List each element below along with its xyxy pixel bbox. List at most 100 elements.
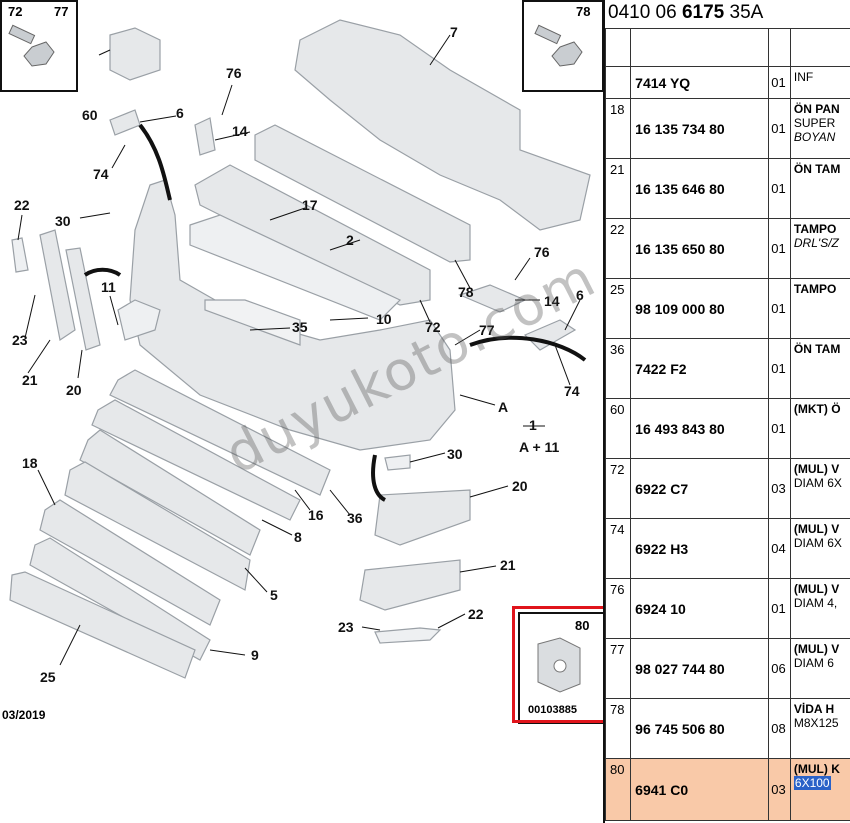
callout[interactable]: 72: [425, 319, 441, 335]
description-line: (MKT) Ö: [793, 402, 841, 416]
part-quantity: 08: [768, 698, 791, 759]
callout[interactable]: 30: [55, 213, 71, 229]
inset-bolt-72-77: 72 77: [0, 0, 78, 92]
row-number: 60: [605, 398, 632, 459]
part-description: INF: [789, 66, 850, 99]
callout[interactable]: 23: [12, 332, 28, 348]
description-line: DIAM 4,: [793, 596, 838, 610]
part-reference: 6922 C7: [630, 458, 770, 519]
description-line: DIAM 6: [793, 656, 834, 670]
callout[interactable]: 78: [458, 284, 474, 300]
callout[interactable]: 22: [468, 606, 484, 622]
bolt-icon: [8, 24, 55, 67]
callout[interactable]: 14: [544, 293, 560, 309]
callout[interactable]: 22: [14, 197, 30, 213]
callout[interactable]: 74: [93, 166, 109, 182]
part-reference: 6941 C0: [630, 758, 770, 821]
part-description: TAMPO: [789, 278, 850, 339]
part-reference: 7414 YQ: [630, 66, 770, 99]
part-reference: 98 027 744 80: [630, 638, 770, 699]
part-reference: 98 109 000 80: [630, 278, 770, 339]
inset-clip-80: 80 00103885: [518, 612, 608, 724]
callout[interactable]: 17: [302, 197, 318, 213]
row-number: [605, 66, 632, 99]
inset-part-code: 00103885: [528, 704, 577, 716]
callout[interactable]: 10: [376, 311, 392, 327]
callout[interactable]: 9: [251, 647, 259, 663]
inset-label-77: 77: [54, 4, 69, 19]
callout[interactable]: 76: [226, 65, 242, 81]
callout[interactable]: 8: [294, 529, 302, 545]
description-line: M8X125: [793, 716, 839, 730]
row-number: 22: [605, 218, 632, 279]
callout[interactable]: 21: [500, 557, 516, 573]
row-number: 77: [605, 638, 632, 699]
row-number: 36: [605, 338, 632, 399]
part-reference: 6922 H3: [630, 518, 770, 579]
callout[interactable]: 35: [292, 319, 308, 335]
callout[interactable]: 11: [101, 279, 116, 295]
callout[interactable]: 74: [564, 383, 580, 399]
description-line: DIAM 6X: [793, 476, 842, 490]
callout[interactable]: A + 11: [519, 439, 560, 455]
part-quantity: 01: [768, 338, 791, 399]
description-line: BOYAN: [793, 130, 836, 144]
row-number: 72: [605, 458, 632, 519]
description-line: 6X100: [793, 776, 831, 790]
callout[interactable]: 18: [22, 455, 38, 471]
callout[interactable]: A: [498, 399, 509, 415]
callout[interactable]: 77: [479, 322, 495, 338]
callout[interactable]: 16: [308, 507, 324, 523]
inset-label-78: 78: [576, 4, 591, 19]
callout[interactable]: 7: [450, 24, 458, 40]
callout[interactable]: 20: [66, 382, 82, 398]
part-quantity: 01: [768, 66, 791, 99]
part-quantity: 01: [768, 158, 791, 219]
part-quantity: 01: [768, 398, 791, 459]
description-line: TAMPO: [793, 222, 837, 236]
description-line: ÖN TAM: [793, 162, 841, 176]
callout[interactable]: 30: [447, 446, 463, 462]
callout[interactable]: 23: [338, 619, 354, 635]
part-reference: 16 493 843 80: [630, 398, 770, 459]
callout[interactable]: 5: [270, 587, 278, 603]
callout[interactable]: 6: [576, 287, 584, 303]
part-quantity: 01: [768, 98, 791, 159]
description-line: (MUL) V: [793, 582, 840, 596]
document-number: 0410 06 6175 35A: [608, 2, 764, 23]
part-quantity: 03: [768, 458, 791, 519]
callout[interactable]: 20: [512, 478, 528, 494]
callout[interactable]: 6: [176, 105, 184, 121]
callout[interactable]: 25: [40, 669, 56, 685]
callout[interactable]: 21: [22, 372, 38, 388]
callout[interactable]: 2: [346, 232, 354, 248]
part-quantity: 01: [768, 218, 791, 279]
callout[interactable]: 14: [232, 123, 248, 139]
description-line: TAMPO: [793, 282, 837, 296]
callout[interactable]: 1: [529, 417, 537, 433]
bolt-icon: [534, 24, 583, 67]
callout[interactable]: 76: [534, 244, 550, 260]
callout[interactable]: 36: [347, 510, 363, 526]
description-line: VİDA H: [793, 702, 835, 716]
part-description: ÖN TAM: [789, 338, 850, 399]
row-number: 76: [605, 578, 632, 639]
callout[interactable]: 60: [82, 107, 98, 123]
